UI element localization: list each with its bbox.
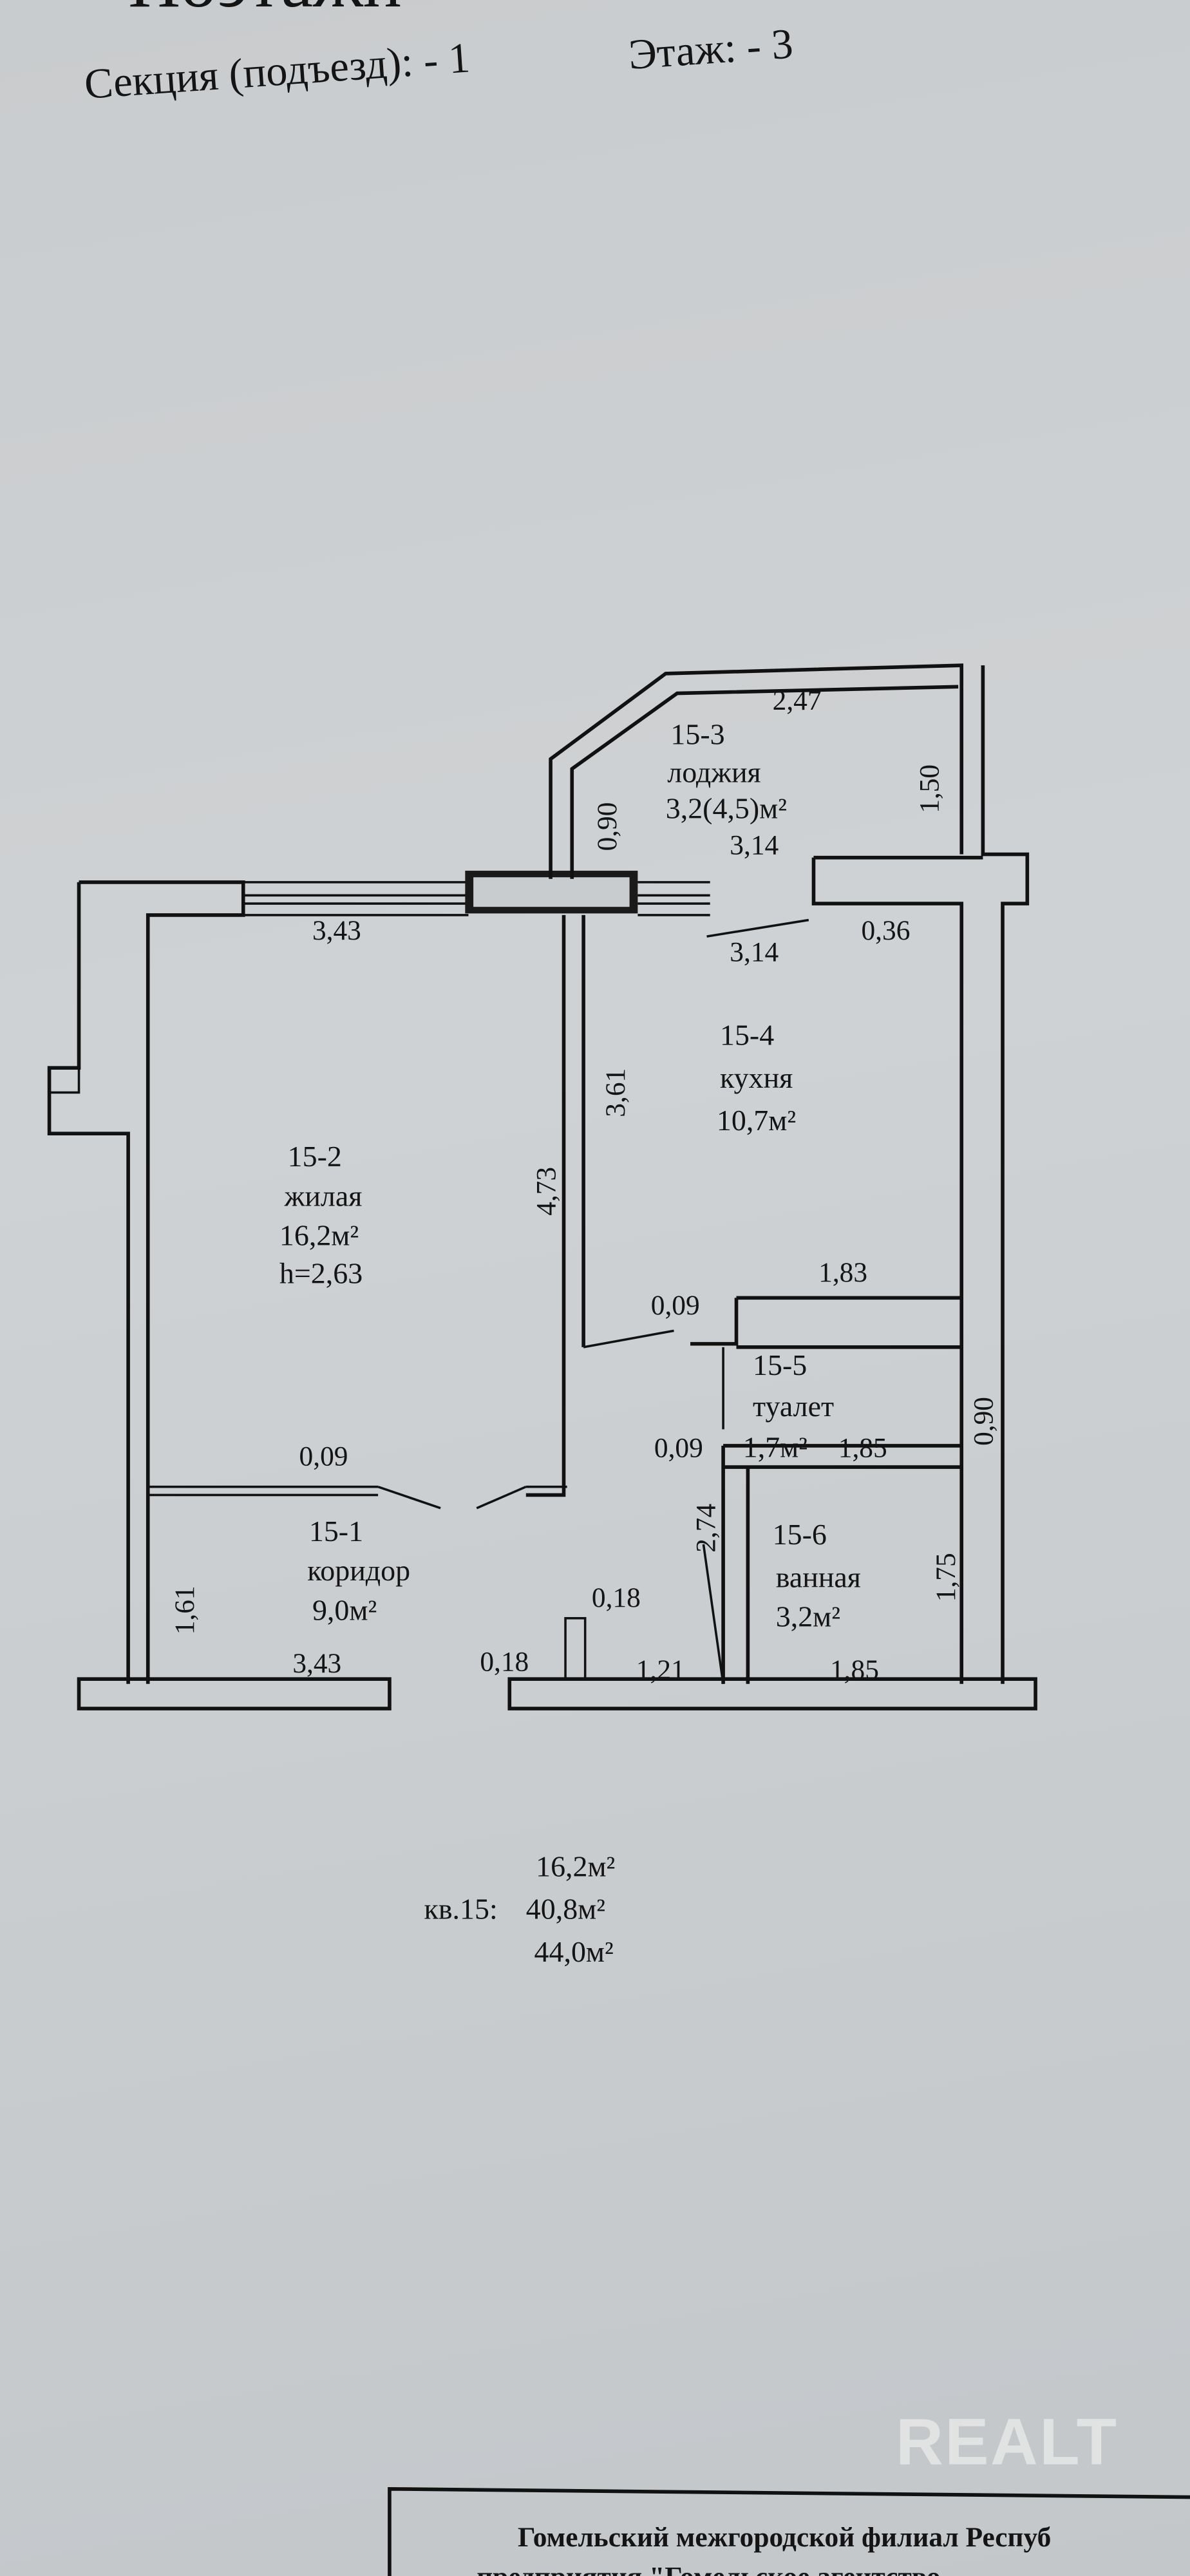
dimensions-bath_bottom: 1,85 [830,1654,879,1685]
rooms-1-area: 16,2м² [279,1219,359,1252]
realt-watermark: REALT [896,2405,1118,2479]
floor-label: Этаж: - 3 [627,20,795,79]
document-title-partial: Поэтажн [128,0,402,23]
rooms-5-name: ванная [776,1560,861,1593]
dimensions-door_018_a: 0,18 [592,1582,641,1613]
rooms-0-area: 9,0м² [312,1593,377,1626]
rooms-1-name: жилая [284,1179,363,1212]
dimensions-wall_036: 0,36 [862,915,911,946]
dimensions-loggia_bottom: 3,14 [730,830,779,861]
summary-living-area: 16,2м² [536,1850,615,1882]
summary-apartment-label: кв.15: [424,1893,498,1926]
dimensions-living_right: 4,73 [531,1167,562,1216]
rooms-1-height: h=2,63 [279,1256,363,1289]
room-15-3: 15-3 лоджия 3,2(4,5)м² [666,718,787,825]
dimensions-toilet_width: 1,85 [838,1433,887,1464]
rooms-3-area: 10,7м² [717,1104,796,1137]
dimensions-corridor_bottom: 3,43 [292,1648,341,1679]
dimensions-kitchen_left: 3,61 [600,1068,631,1117]
dimensions-loggia_right: 1,50 [914,764,945,813]
rooms-0-id: 15-1 [309,1515,363,1548]
rooms-4-name: туалет [753,1390,834,1423]
rooms-4-area: 1,7м² [743,1431,808,1464]
room-15-6: 15-6 ванная 3,2м² [773,1518,861,1633]
footer-stamp_line1: Гомельский межгородской филиал Респуб [518,2522,1051,2553]
dimension-labels: 2,47 0,90 1,50 3,14 3,43 3,14 0,36 3,61 … [169,685,999,1685]
dimensions-bath_left: 2,74 [690,1504,721,1553]
dimensions-door_009_c: 0,09 [299,1441,348,1472]
dimensions-corridor_bottom_b: 1,21 [636,1654,685,1685]
dimensions-loggia_top: 2,47 [773,685,822,716]
dimensions-door_018_b: 0,18 [480,1646,529,1677]
section-label: Секция (подъезд): - 1 [83,34,471,108]
rooms-2-area: 3,2(4,5)м² [666,791,787,824]
room-15-2: 15-2 жилая 16,2м² h=2,63 [279,1140,363,1289]
dimensions-toilet_top: 1,83 [818,1257,867,1288]
rooms-3-name: кухня [720,1061,793,1094]
room-15-4: 15-4 кухня 10,7м² [717,1018,796,1137]
summary-total-area: 44,0м² [534,1935,614,1968]
dimensions-door_009_b: 0,09 [654,1433,703,1464]
rooms-5-id: 15-6 [773,1518,827,1551]
dimensions-toilet_right: 0,90 [968,1397,999,1446]
rooms-3-id: 15-4 [720,1018,774,1051]
dimensions-loggia_left: 0,90 [592,802,623,851]
room-15-1: 15-1 коридор 9,0м² [307,1515,410,1626]
rooms-2-id: 15-3 [670,718,724,751]
rooms-4-id: 15-5 [753,1349,807,1381]
dimensions-bath_right: 1,75 [930,1553,961,1602]
dimensions-kitchen_top: 3,14 [730,936,779,967]
footer-stamp_line2: предприятия "Гомельское агентство [477,2561,940,2576]
rooms-1-id: 15-2 [288,1140,342,1173]
dimensions-living_top: 3,43 [312,915,361,946]
rooms-0-name: коридор [307,1554,410,1587]
summary-useful-area: 40,8м² [526,1893,605,1926]
room-15-5: 15-5 туалет 1,7м² [743,1349,834,1464]
rooms-2-name: лоджия [667,755,760,788]
area-summary: 16,2м² кв.15: 40,8м² 44,0м² [424,1850,616,1968]
rooms-5-area: 3,2м² [776,1600,840,1633]
dimensions-door_009_a: 0,09 [651,1290,700,1321]
walls [47,663,1037,1710]
dimensions-corridor_left: 1,61 [169,1586,200,1634]
footer-stamp: Гомельский межгородской филиал Респуб пр… [388,2486,1190,2576]
